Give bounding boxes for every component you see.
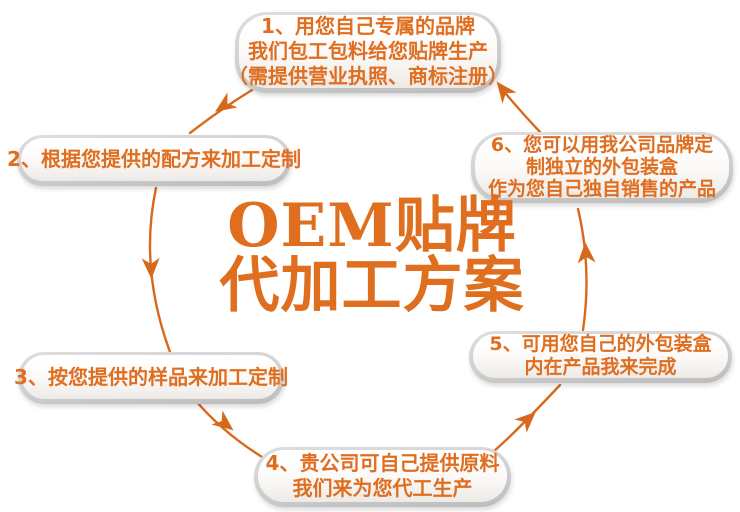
step-1-line-2: 我们包工包料给您贴牌生产: [248, 39, 488, 63]
step-2-line-1: 2、根据您提供的配方来加工定制: [7, 147, 301, 171]
diagram-title: OEM贴牌 代加工方案: [170, 196, 574, 316]
step-6-box: 6、您可以用我公司品牌定 制独立的外包装盒 作为您自己独自销售的产品: [471, 132, 733, 203]
step-6-line-2: 制独立的外包装盒: [525, 155, 678, 178]
step-6-line-1: 6、您可以用我公司品牌定: [490, 133, 714, 156]
step-6-line-3: 作为您自己独自销售的产品: [487, 177, 716, 200]
arrow-2-to-3-icon: [141, 186, 172, 354]
arrow-3-to-4-icon: [194, 399, 274, 465]
arrow-6-to-1-icon: [496, 81, 542, 134]
step-4-box: 4、贵公司可自己提供原料 我们来为您代工生产: [254, 447, 511, 507]
step-1-line-1: 1、用您自己专属的品牌: [261, 14, 475, 38]
diagram-title-line-2: 代加工方案: [219, 251, 525, 321]
step-2-box: 2、根据您提供的配方来加工定制: [7, 135, 301, 186]
step-3-line-1: 3、按您提供的样品来加工定制: [14, 364, 288, 389]
arrow-1-to-2-icon: [188, 88, 254, 135]
step-4-line-1: 4、贵公司可自己提供原料: [265, 451, 500, 475]
step-5-box: 5、可用您自己的外包装盒 内在产品我来完成: [469, 331, 732, 383]
step-3-box: 3、按您提供的样品来加工定制: [14, 352, 288, 404]
diagram-title-line-1: OEM贴牌: [227, 191, 517, 261]
arrow-5-to-6-icon: [576, 207, 596, 332]
step-5-line-1: 5、可用您自己的外包装盒: [489, 333, 712, 355]
step-5-line-2: 内在产品我来完成: [524, 356, 677, 378]
arrow-4-to-5-icon: [491, 383, 562, 454]
step-1-line-3: （需提供营业执照、商标注册）: [228, 64, 508, 88]
step-4-line-2: 我们来为您代工生产: [292, 476, 473, 500]
step-1-box: 1、用您自己专属的品牌 我们包工包料给您贴牌生产 （需提供营业执照、商标注册）: [228, 12, 508, 93]
